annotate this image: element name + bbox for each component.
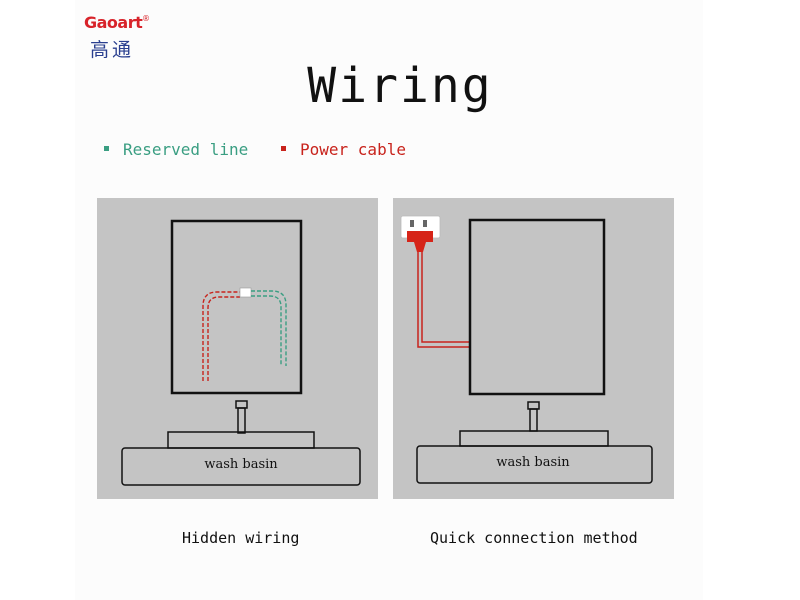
legend-power-label: Power cable [300, 140, 406, 159]
mirror-outline [170, 219, 303, 395]
faucet-stem [237, 407, 246, 434]
power-cable-wire-2 [207, 296, 240, 381]
reserved-line-wire-2 [251, 295, 282, 366]
legend-reserved-swatch [104, 146, 109, 151]
legend-reserved-label: Reserved line [123, 140, 249, 159]
basin-label: wash basin [496, 455, 570, 470]
caption-quick-connection: Quick connection method [430, 529, 638, 547]
registered-mark: ® [142, 14, 150, 23]
power-cable-wire-2 [421, 252, 470, 343]
power-cable-wire [202, 291, 240, 381]
reserved-line-wire [251, 290, 287, 366]
basin-body [416, 445, 653, 484]
faucet-stem [529, 408, 538, 432]
page-title: Wiring [307, 58, 493, 114]
basin-body [121, 447, 361, 486]
basin-top [167, 431, 315, 449]
logo-chinese-text: 高通 [90, 39, 135, 61]
mirror-outline [468, 218, 606, 396]
plug-pin-left [410, 220, 414, 227]
basin-top [459, 430, 609, 447]
quick-connection-panel: wash basin [393, 198, 674, 499]
quick-connection-diagram [400, 215, 653, 484]
plug-pin-right [423, 220, 427, 227]
legend-power-swatch [281, 146, 286, 151]
hidden-wiring-diagram [121, 219, 361, 486]
basin-label: wash basin [204, 457, 278, 472]
hidden-wiring-panel: wash basin [97, 198, 378, 499]
faucet-cap [527, 401, 540, 410]
brand-logo: Gaoart ® 高通 [84, 13, 154, 61]
legend-reserved-line: Reserved line [104, 140, 248, 159]
connector [239, 287, 252, 298]
legend-power-cable: Power cable [281, 140, 406, 159]
caption-hidden-wiring: Hidden wiring [182, 529, 300, 547]
plug-head-icon [407, 231, 433, 252]
faucet-cap [235, 400, 248, 409]
logo-text: Gaoart [84, 13, 143, 32]
power-cable-wire [417, 252, 470, 348]
